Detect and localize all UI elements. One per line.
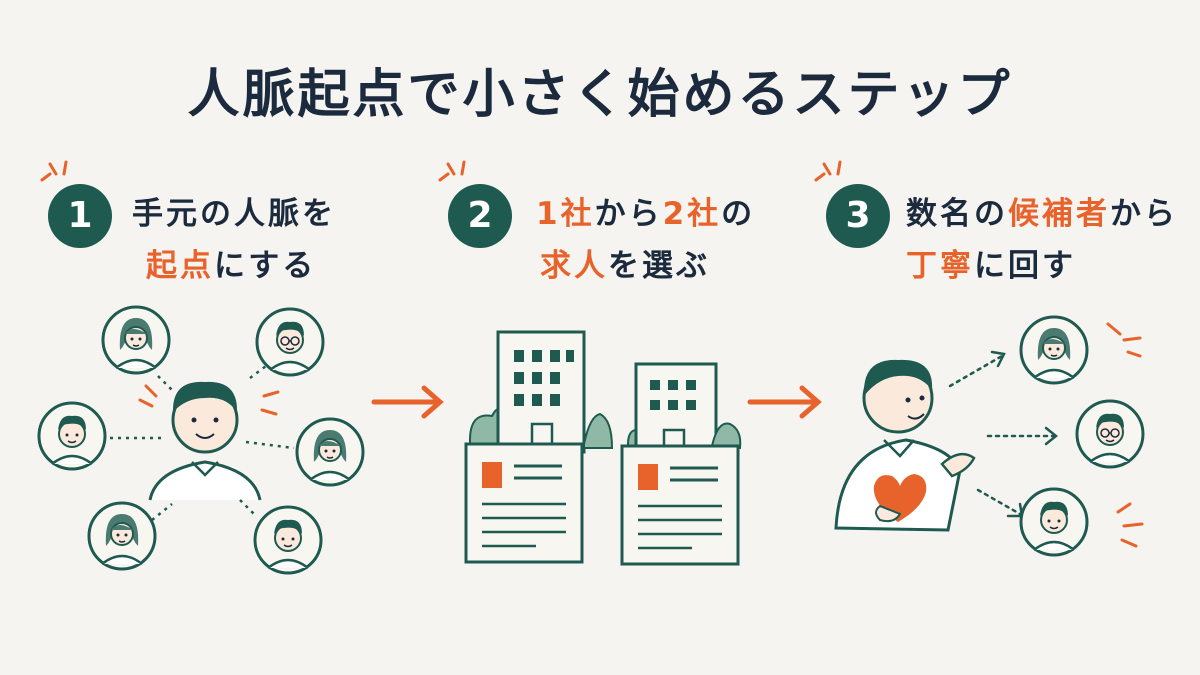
- step-1-highlight: 起点: [146, 248, 214, 284]
- contact-avatar-icon: [253, 505, 323, 575]
- step-1-text: 手元の人脈を 起点にする: [132, 188, 336, 292]
- step-2-text: 1社から2社の 求人を選ぶ: [536, 188, 755, 292]
- step-2-mid: から: [594, 196, 663, 232]
- network-center-person-icon: [148, 381, 262, 501]
- step-3-highlight: 丁寧: [906, 248, 974, 284]
- building-icon: [469, 330, 614, 454]
- contact-avatar-icon: [101, 305, 171, 375]
- contact-avatar-icon: [255, 307, 325, 377]
- step-2-tail: の: [721, 196, 756, 232]
- step-3-badge: 3: [826, 184, 890, 248]
- step-1-badge: 1: [48, 184, 112, 248]
- candidate-avatar-icon: [1075, 399, 1145, 469]
- candidate-avatar-icon: [1019, 487, 1089, 557]
- emphasis-ticks-icon: [814, 160, 842, 182]
- contact-avatar-icon: [295, 417, 365, 487]
- emphasis-ticks-icon: [438, 160, 466, 182]
- contact-avatar-icon: [37, 401, 107, 471]
- step-2-highlight: 求人: [540, 248, 608, 284]
- emphasis-ticks-icon: [1106, 322, 1144, 548]
- contact-avatar-icon: [87, 501, 157, 571]
- job-posting-icon: [464, 442, 584, 564]
- step-3-tail: から: [1110, 196, 1178, 232]
- step-1-line2: にする: [214, 248, 317, 284]
- step-3-line2: に回す: [974, 248, 1076, 284]
- step-2-highlight-b: 2社: [662, 196, 722, 232]
- arrow-right-icon: [747, 385, 822, 419]
- emphasis-ticks-icon: [40, 160, 68, 182]
- step-1-line1: 手元の人脈を: [132, 196, 336, 232]
- arrow-right-icon: [371, 385, 444, 419]
- building-icon: [627, 362, 742, 456]
- step-2-highlight-a: 1社: [536, 196, 595, 232]
- step-3-text: 数名の候補者から 丁寧に回す: [906, 188, 1178, 292]
- step-2-line2: を選ぶ: [608, 248, 710, 284]
- candidate-avatar-icon: [1019, 315, 1089, 385]
- step-3-pre: 数名の: [906, 196, 1008, 232]
- step-2-badge: 2: [448, 184, 512, 248]
- step-3-highlight-a: 候補者: [1008, 196, 1110, 232]
- page-title: 人脈起点で小さく始めるステップ: [187, 65, 1013, 125]
- job-posting-icon: [620, 444, 740, 566]
